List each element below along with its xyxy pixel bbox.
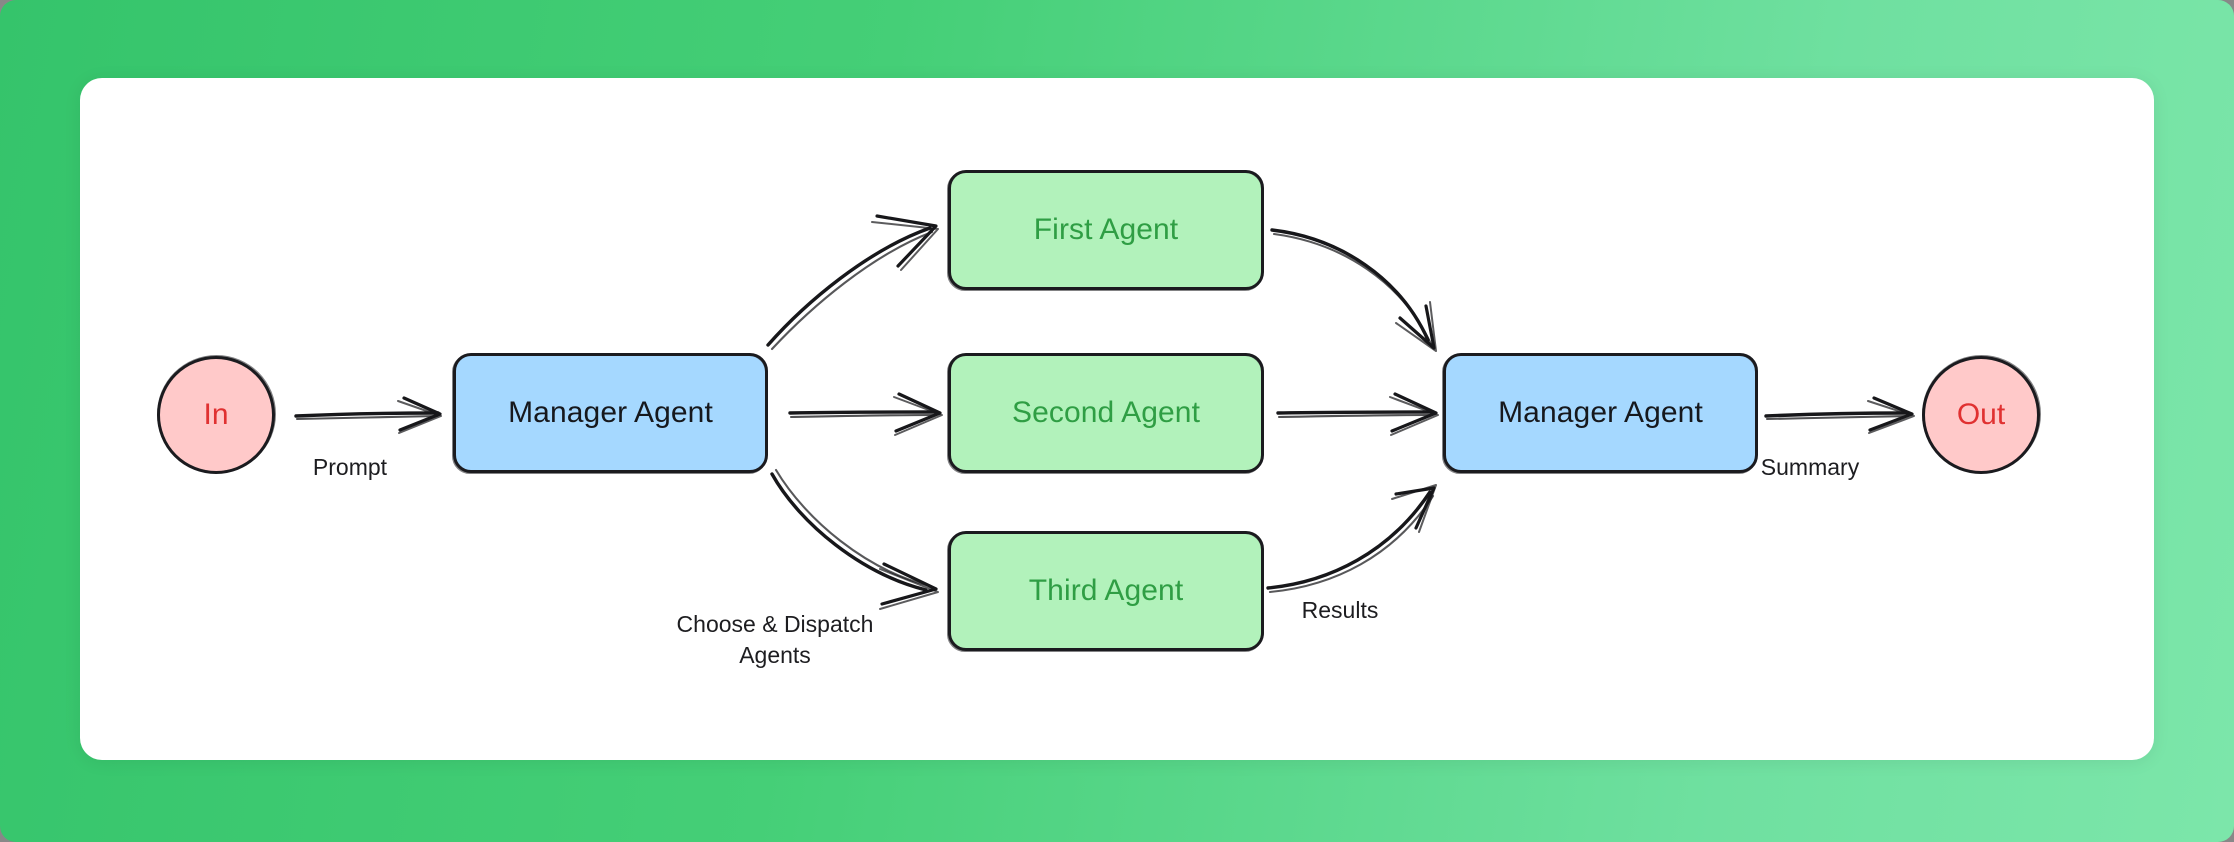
edge-third-to-manager: [1266, 484, 1437, 594]
node-manager-agent-right-label: Manager Agent: [1498, 395, 1703, 429]
node-first-agent-label: First Agent: [1033, 212, 1179, 246]
node-out[interactable]: Out: [1922, 355, 2041, 474]
edge-label-prompt: Prompt: [312, 454, 388, 480]
node-third-agent[interactable]: Third Agent: [947, 531, 1264, 652]
node-in-label: In: [203, 397, 229, 431]
node-manager-agent-left-label: Manager Agent: [508, 395, 713, 429]
edge-manager-to-out: [1764, 396, 1915, 434]
node-first-agent[interactable]: First Agent: [947, 170, 1264, 291]
edge-manager-to-second: [788, 392, 943, 436]
edge-second-to-manager: [1276, 392, 1439, 436]
edge-in-to-manager: [294, 396, 442, 434]
node-out-label: Out: [1956, 397, 2006, 431]
edge-label-summary: Summary: [1760, 454, 1860, 480]
node-manager-agent-right[interactable]: Manager Agent: [1442, 353, 1758, 474]
edge-manager-to-third: [770, 468, 939, 610]
edge-manager-to-first: [766, 214, 939, 351]
node-manager-agent-left[interactable]: Manager Agent: [452, 353, 768, 474]
node-third-agent-label: Third Agent: [1028, 573, 1184, 607]
edge-first-to-manager: [1270, 228, 1437, 352]
node-in[interactable]: In: [157, 355, 276, 474]
edge-label-results: Results: [1301, 597, 1379, 623]
node-second-agent[interactable]: Second Agent: [947, 353, 1264, 474]
node-second-agent-label: Second Agent: [1011, 395, 1201, 429]
edge-label-choose-dispatch-agents: Choose & Dispatch Agents: [676, 611, 874, 669]
